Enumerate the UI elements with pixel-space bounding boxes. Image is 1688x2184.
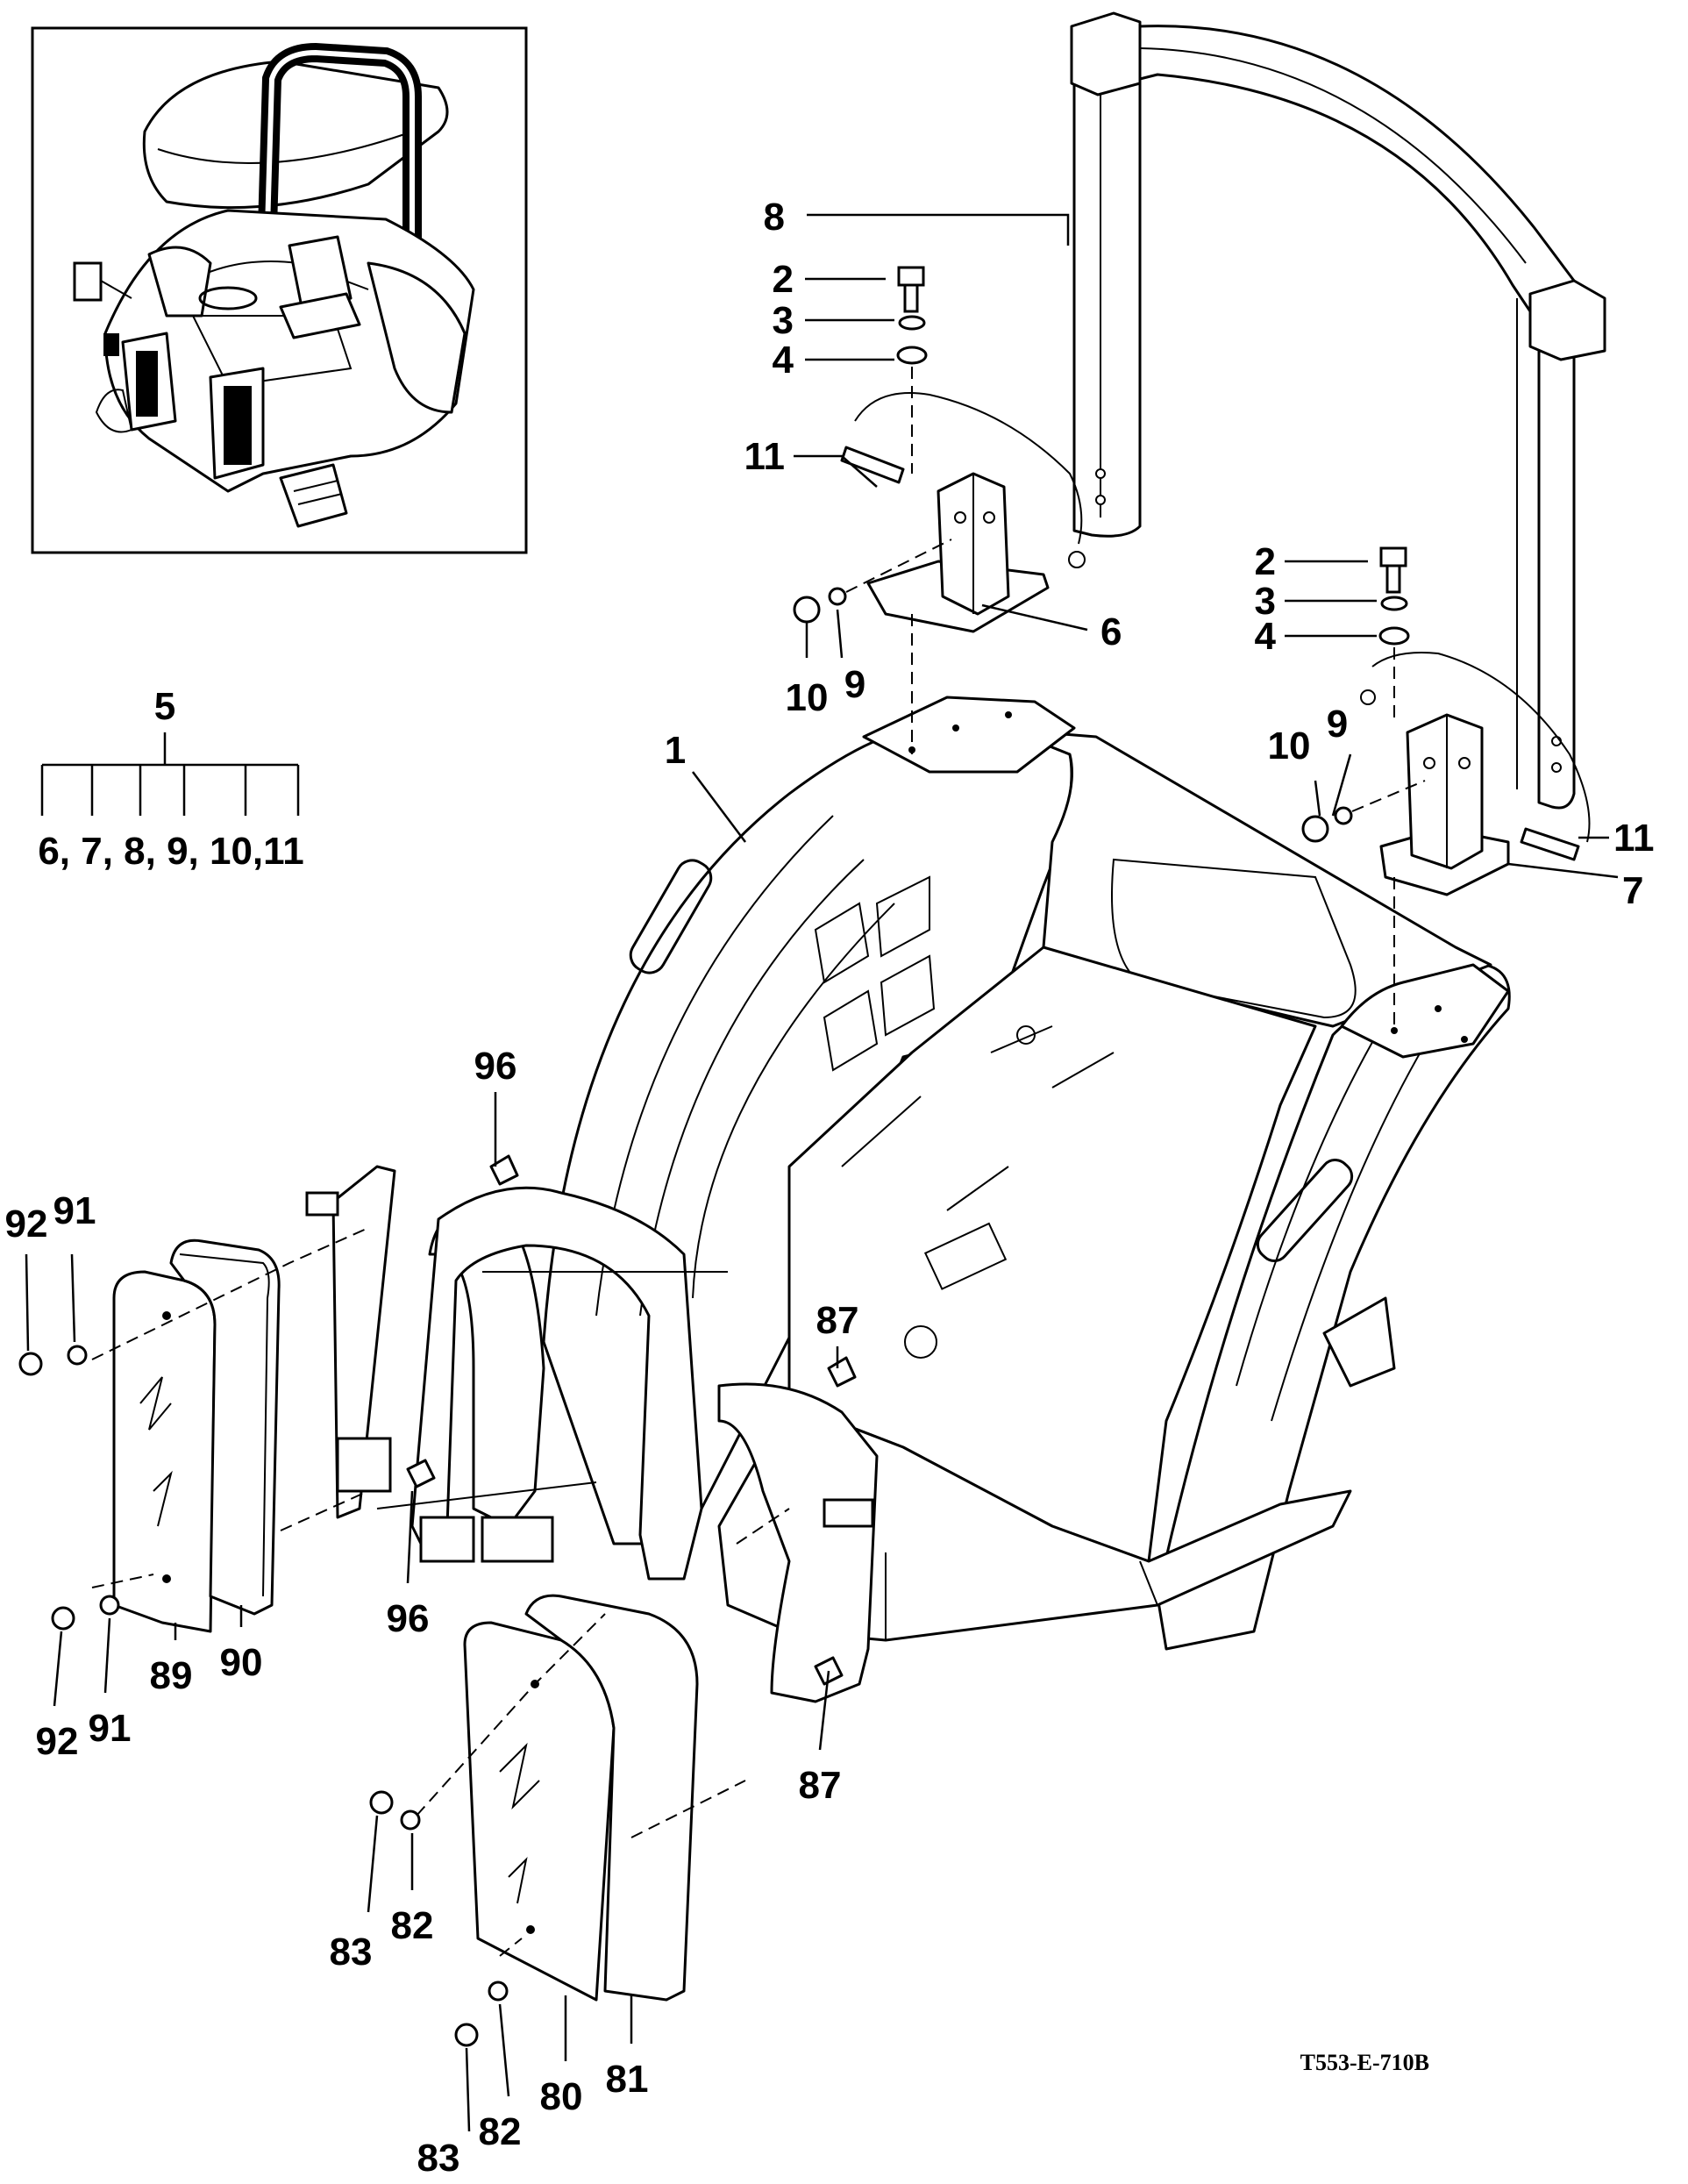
callout-9: 9 [844,663,865,706]
callout-91: 91 [89,1707,132,1750]
inset-overview [31,26,528,554]
callout-7: 7 [1622,869,1643,912]
rops-frame-8 [1070,11,1606,810]
callout-82: 82 [479,2110,522,2153]
callout-5: 5 [154,685,175,728]
callout-83: 83 [330,1931,373,1973]
callout-6: 6 [1100,610,1122,653]
callout-8: 8 [764,196,785,239]
fasteners-top [793,266,1426,1026]
tractor-rops-overview-icon [73,42,475,528]
group-5-members: 6, 7, 8, 9, 10,11 [38,830,303,873]
callout-3: 3 [773,299,794,342]
callout-10: 10 [1268,724,1311,767]
callout-90: 90 [220,1641,263,1684]
callout-11: 11 [1613,817,1655,860]
side-window-left [91,1227,369,1633]
callout-11: 11 [744,435,785,478]
callout-83: 83 [417,2137,460,2180]
mount-bracket-6 [840,392,1086,633]
callout-1: 1 [665,729,686,772]
callout-87: 87 [816,1299,859,1342]
callout-87: 87 [799,1764,842,1807]
callout-89: 89 [150,1654,193,1697]
side-window-right [416,1508,790,2002]
group-5-bracket: 5 6, 7, 8, 9, 10,11 [38,685,303,873]
fasteners-lower [18,1154,857,2047]
callout-92: 92 [5,1203,48,1245]
callout-82: 82 [391,1904,434,1947]
callout-96: 96 [387,1597,430,1640]
callout-labels: 8 2 3 4 11 6 10 9 2 3 4 10 9 11 7 1 96 9… [5,196,1655,2180]
callout-leaders [25,213,1619,2132]
callout-96: 96 [474,1045,517,1088]
callout-91: 91 [53,1189,96,1232]
callout-10: 10 [786,676,829,719]
callout-92: 92 [36,1720,79,1763]
callout-9: 9 [1327,703,1348,746]
mount-bracket-7 [1360,652,1591,896]
callout-3: 3 [1255,580,1276,623]
callout-80: 80 [540,2075,583,2118]
callout-4: 4 [773,339,794,382]
figure-reference-code: T553-E-710B [1300,2050,1429,2075]
callout-81: 81 [606,2058,649,2101]
callout-4: 4 [1255,615,1277,658]
console-frame [305,1165,879,1703]
callout-2: 2 [1255,540,1276,583]
callout-2: 2 [773,258,794,301]
